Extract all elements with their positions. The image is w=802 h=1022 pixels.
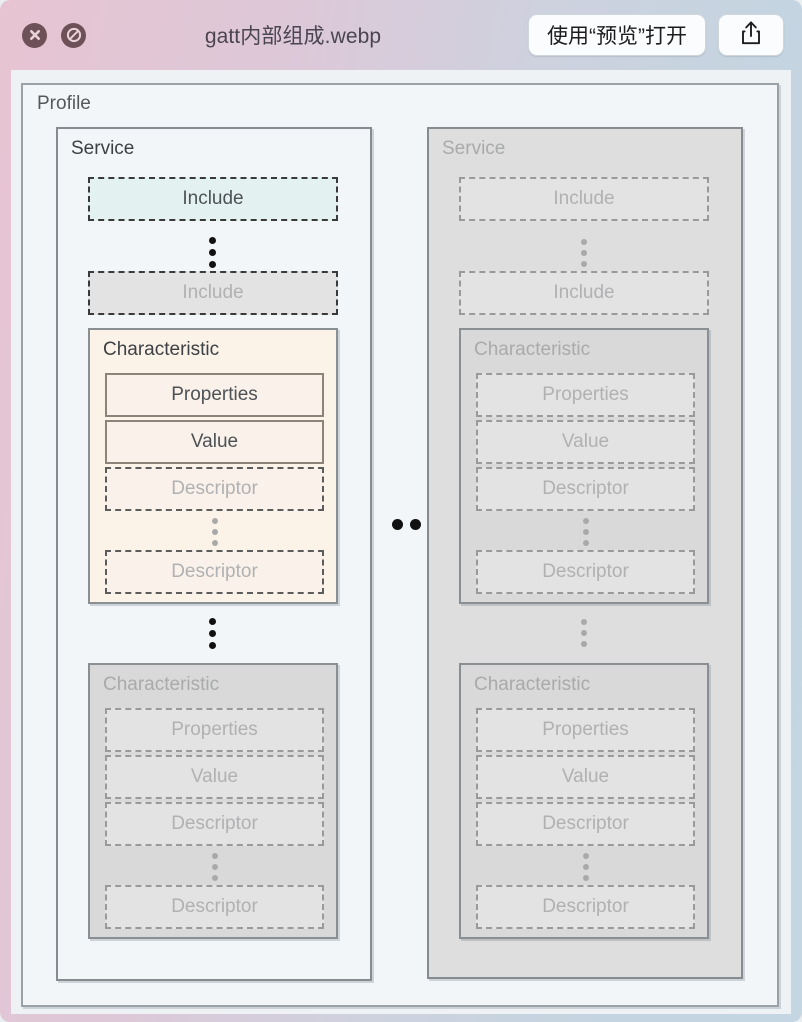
service-2-include-1: Include	[459, 177, 709, 221]
window-controls	[22, 22, 86, 48]
service-1-include-ellipsis	[209, 237, 216, 268]
characteristic-1-value: Value	[105, 420, 324, 464]
service-1-characteristic-1: Characteristic Properties Value Descript…	[88, 328, 338, 604]
characteristic-1-properties: Properties	[105, 373, 324, 417]
characteristic-4-properties: Properties	[476, 708, 695, 752]
characteristic-2-descriptor-1: Descriptor	[105, 802, 324, 846]
service-2-characteristic-1: Characteristic Properties Value Descript…	[459, 328, 709, 604]
toolbar-actions: 使用“预览”打开	[528, 14, 784, 56]
characteristic-2-label: Characteristic	[103, 674, 220, 695]
service-box-1: Service Include Include Characteristic P…	[56, 127, 372, 981]
characteristic-1-label: Characteristic	[103, 339, 220, 360]
image-canvas: Profile Service Include Include Characte…	[11, 70, 791, 1014]
close-x-icon	[28, 28, 42, 42]
characteristic-2-properties: Properties	[105, 708, 324, 752]
window-toolbar: gatt内部组成.webp 使用“预览”打开	[0, 0, 802, 70]
characteristic-1-descriptor-2: Descriptor	[105, 550, 324, 594]
service-1-characteristic-ellipsis	[209, 618, 216, 649]
service-1-label: Service	[71, 138, 135, 159]
service-2-include-ellipsis	[581, 239, 587, 267]
characteristic-2-value: Value	[105, 755, 324, 799]
characteristic-3-descriptor-1: Descriptor	[476, 467, 695, 511]
service-1-characteristic-2: Characteristic Properties Value Descript…	[88, 663, 338, 939]
open-with-preview-button[interactable]: 使用“预览”打开	[528, 14, 706, 56]
close-button[interactable]	[22, 22, 47, 48]
characteristic-3-descriptor-ellipsis	[583, 518, 589, 546]
characteristic-3-label: Characteristic	[474, 339, 591, 360]
characteristic-3-descriptor-2: Descriptor	[476, 550, 695, 594]
characteristic-4-descriptor-1: Descriptor	[476, 802, 695, 846]
profile-container: Profile Service Include Include Characte…	[21, 83, 779, 1007]
service-2-characteristic-ellipsis	[581, 619, 587, 647]
characteristic-4-value: Value	[476, 755, 695, 799]
characteristic-3-value: Value	[476, 420, 695, 464]
service-1-include-1: Include	[88, 177, 338, 221]
characteristic-4-label: Characteristic	[474, 674, 591, 695]
service-2-include-2: Include	[459, 271, 709, 315]
characteristic-3-properties: Properties	[476, 373, 695, 417]
characteristic-2-descriptor-2: Descriptor	[105, 885, 324, 929]
characteristic-4-descriptor-2: Descriptor	[476, 885, 695, 929]
block-button[interactable]	[61, 22, 86, 48]
share-button[interactable]	[718, 14, 784, 56]
share-upload-icon	[740, 20, 762, 51]
service-2-label: Service	[442, 138, 506, 159]
service-1-include-2: Include	[88, 271, 338, 315]
service-2-characteristic-2: Characteristic Properties Value Descript…	[459, 663, 709, 939]
profile-label: Profile	[37, 93, 91, 114]
service-box-2: Service Include Include Characteristic P…	[427, 127, 743, 979]
characteristic-4-descriptor-ellipsis	[583, 853, 589, 881]
characteristic-2-descriptor-ellipsis	[212, 853, 218, 881]
characteristic-1-descriptor-1: Descriptor	[105, 467, 324, 511]
no-entry-icon	[66, 27, 82, 43]
file-name-label: gatt内部组成.webp	[204, 25, 382, 48]
characteristic-1-descriptor-ellipsis	[212, 518, 218, 546]
